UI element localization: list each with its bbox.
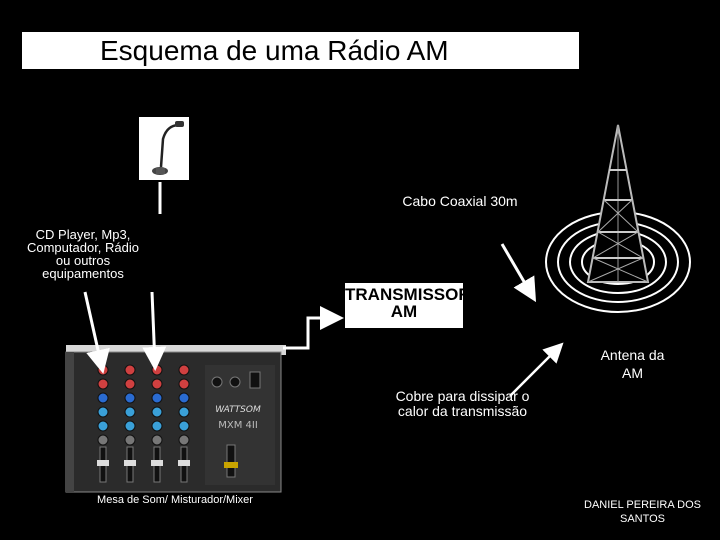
mixer-knob (97, 392, 109, 404)
mixer-knob (97, 434, 109, 446)
mixer-knob (151, 420, 163, 432)
title-box: Esquema de uma Rádio AM (22, 32, 579, 69)
mixer-knob (178, 420, 190, 432)
mixer-knob (97, 420, 109, 432)
mixer-knob (124, 406, 136, 418)
mixer-knob (97, 406, 109, 418)
mixer-fader-cap (97, 460, 109, 466)
mixer-knob (151, 406, 163, 418)
transmitter-box: TRANSMISSOR AM (345, 283, 463, 328)
mixer-logo: WATTSOM (215, 405, 261, 415)
mixer-knob (178, 364, 190, 376)
mixer-knob (124, 420, 136, 432)
mixer-model: MXM 4II (218, 420, 258, 431)
arrow-sources-right (142, 291, 167, 371)
arrow-mixer-transmitter (283, 306, 344, 350)
arrows (83, 182, 564, 397)
mixer-knob (151, 392, 163, 404)
copper-label: Cobre para dissipar o calor da transmiss… (395, 388, 530, 419)
mixer-knob (178, 406, 190, 418)
mixer-icon: WATTSOM MXM 4II (65, 345, 286, 493)
mixer-knob (151, 378, 163, 390)
mixer-knob (124, 392, 136, 404)
author-label: DANIEL PEREIRA DOS SANTOS (584, 499, 701, 525)
coaxial-cable-label: Cabo Coaxial 30m (402, 193, 518, 209)
mixer-knob (178, 378, 190, 390)
sources-label: CD Player, Mp3, Computador, Rádio ou out… (26, 227, 139, 281)
mixer-fader-cap (124, 460, 136, 466)
arrow-copper (509, 342, 564, 397)
mixer-channels (97, 364, 190, 483)
mixer-knob (151, 364, 163, 376)
mixer-knob (151, 434, 163, 446)
page-title: Esquema de uma Rádio AM (100, 35, 449, 66)
transmitter-label: TRANSMISSOR AM (345, 285, 463, 321)
arrow-sources-left (83, 291, 110, 374)
mixer-knob (97, 378, 109, 390)
antenna-label: Antena da AM (600, 347, 665, 381)
mixer-fader-cap (151, 460, 163, 466)
microphone-icon (139, 117, 189, 180)
arrow-cable (500, 243, 537, 303)
mixer-knob (124, 364, 136, 376)
mixer-knob (124, 434, 136, 446)
mixer-label: Mesa de Som/ Misturador/Mixer (97, 494, 253, 506)
mixer-fader-cap (178, 460, 190, 466)
mixer-knob (178, 434, 190, 446)
antenna-tower-icon (545, 124, 691, 313)
mixer-knob (178, 392, 190, 404)
mixer-knob (124, 378, 136, 390)
